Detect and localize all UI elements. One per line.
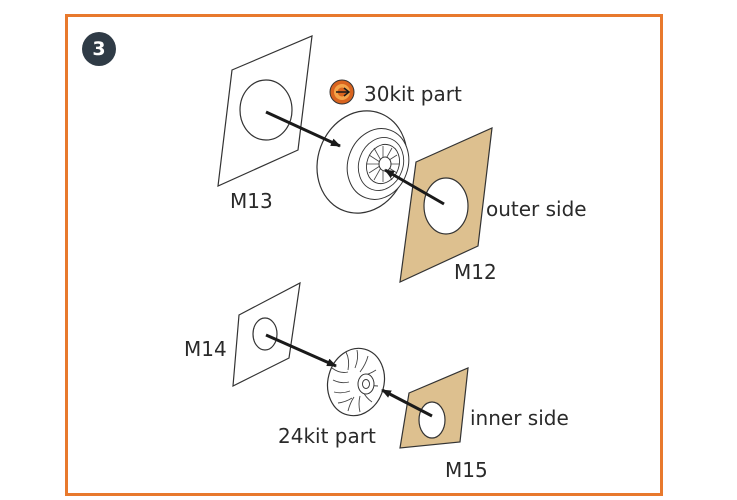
- label-outer-side: outer side: [486, 197, 587, 221]
- arrow-m14-to-wheel: [265, 333, 337, 368]
- arrow-m13-to-wheel: [265, 110, 341, 148]
- target-arrow-icon: [329, 79, 355, 105]
- mask-m12: [399, 127, 493, 284]
- mask-m15: [399, 367, 469, 449]
- label-inner-side: inner side: [470, 406, 569, 430]
- label-24-kit-part: 24kit part: [278, 424, 376, 448]
- arrow-m12-to-wheel: [384, 168, 445, 206]
- label-30-kit-part: 30kit part: [364, 82, 462, 106]
- step-number-badge: 3: [82, 32, 116, 66]
- step-frame: [65, 14, 663, 496]
- mask-m13: [217, 35, 313, 187]
- arrow-m15-to-wheel: [381, 388, 433, 418]
- label-m13: M13: [230, 189, 273, 213]
- label-m15: M15: [445, 458, 488, 482]
- label-m14: M14: [184, 337, 227, 361]
- wheel-30-kit-part: [316, 110, 410, 214]
- label-m12: M12: [454, 260, 497, 284]
- wheel-24-kit-part: [326, 347, 386, 417]
